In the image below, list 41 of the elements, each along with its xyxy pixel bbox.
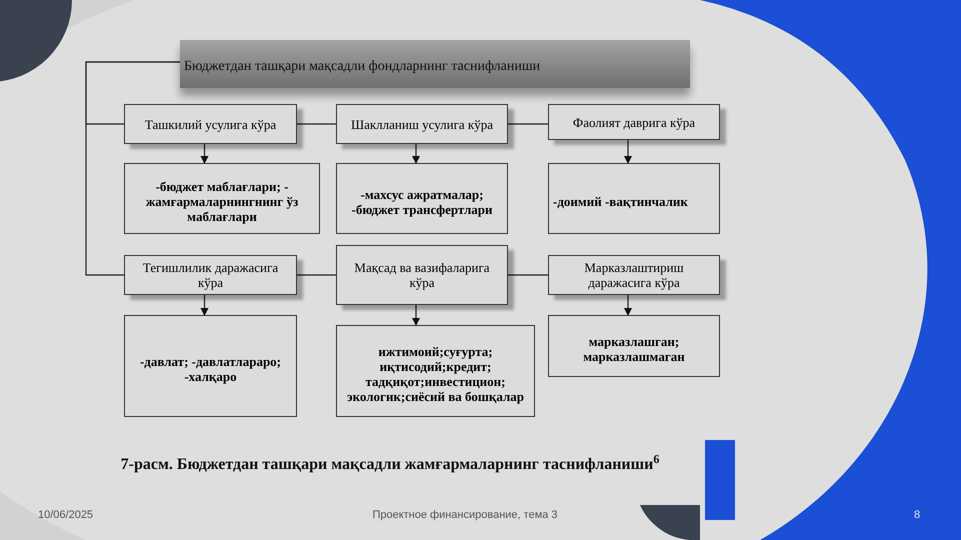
node-text: марказлашган; марказлашмаган: [582, 334, 686, 364]
category-box: [124, 255, 297, 295]
arrow: [200, 295, 208, 316]
arrow: [624, 140, 632, 164]
arrow: [200, 144, 208, 164]
node-text: Марказлаштириш даражасига кўра: [583, 260, 685, 290]
footer-date: 10/06/2025: [38, 508, 94, 523]
category-box: [336, 104, 508, 144]
category-box: [336, 245, 508, 305]
node-text: -доимий -вақтинчалик: [553, 194, 688, 209]
node-text: Тегишлилик даражасига кўра: [142, 260, 280, 290]
list-box: [124, 163, 320, 234]
category-box: [548, 255, 720, 295]
node-text: -бюджет маблағлари; - жамғармаларнингнинг ўз маблағлари: [144, 179, 300, 224]
footer-text: Проектное финансирование, тема 3: [371, 508, 559, 523]
title-banner: [180, 40, 690, 88]
category-box: [124, 104, 297, 144]
arrow: [412, 144, 420, 164]
connector-line: [508, 274, 548, 276]
connector-line: [297, 274, 336, 276]
category-box: [548, 104, 720, 140]
list-box: [336, 163, 508, 234]
slide-number: 8: [914, 508, 920, 523]
list-box: [548, 315, 720, 377]
node-text: -махсус ажратмалар; -бюджет трансфертлари: [350, 186, 494, 216]
node-text: Бюджетдан ташқари мақсадли фондларнинг таснифланиши: [184, 58, 540, 76]
node-text: Ташкилий усулига кўра: [144, 116, 276, 132]
node-text: Мақсад ва вазифаларига кўра: [353, 260, 491, 290]
node-text: Фаолият даврига кўра: [572, 114, 696, 130]
list-box: [124, 315, 297, 417]
list-box: [336, 325, 535, 417]
node-text: ижтимоий;суғурта; иқтисодий;кредит; тадқиқот;инвестицион; экологик;сиёсий ва бошқалар: [346, 344, 525, 404]
connector-line: [297, 123, 336, 125]
node-text: -давлат; -давлатлараро; -халқаро: [138, 354, 282, 384]
figure-caption: 7-расм. Бюджетдан ташқари мақсадли жамғармаларнинг таснифланиши$^{6}$: [120, 452, 660, 475]
node-text: Шаклланиш усулига кўра: [350, 116, 494, 132]
arrow: [624, 295, 632, 316]
connector-line: [85, 61, 180, 276]
arrow: [412, 305, 420, 326]
connector-line: [508, 123, 548, 125]
list-box: [548, 163, 720, 234]
